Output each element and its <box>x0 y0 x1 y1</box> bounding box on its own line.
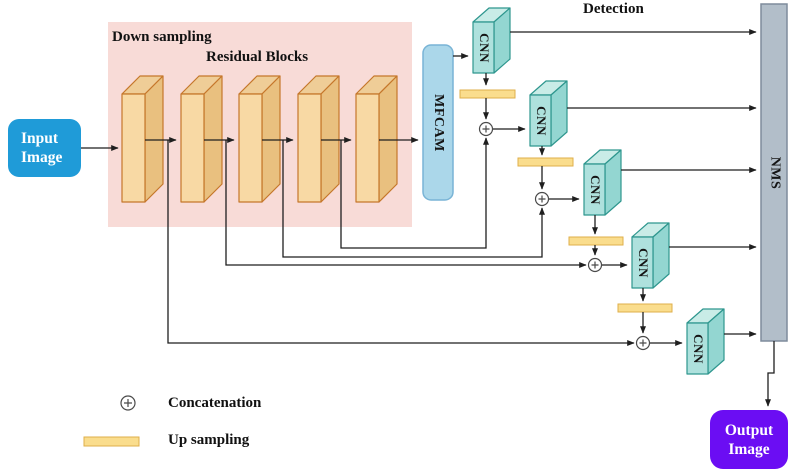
cnn-text-2: CNN <box>533 105 549 136</box>
concat-node-2 <box>534 191 550 207</box>
mfcam-block <box>422 44 454 201</box>
downsampling-label: Down sampling <box>112 29 212 45</box>
cnn-block-2 <box>529 80 568 147</box>
mfcam-text: MFCAM <box>431 93 447 152</box>
residual-block-1 <box>121 75 164 203</box>
cnn-label-3: CNN <box>584 164 605 215</box>
skip-connection-1 <box>167 140 635 346</box>
upsample-bars <box>459 89 673 313</box>
concat-nodes <box>478 121 651 351</box>
skip-connection-4 <box>340 137 489 249</box>
upsample-bar-1 <box>459 89 516 99</box>
residual-block-5 <box>355 75 398 203</box>
legend-concat-symbol <box>120 395 136 411</box>
connections <box>81 29 775 407</box>
output-image-line2: Image <box>728 440 770 458</box>
cnn-label-2: CNN <box>530 95 551 146</box>
concat-node-3 <box>587 257 603 273</box>
legend-upsample-symbol <box>83 436 140 447</box>
cnn-text-5: CNN <box>690 333 706 364</box>
concat-node-1 <box>478 121 494 137</box>
cnn-label-1: CNN <box>473 22 494 73</box>
output-image-line1: Output <box>724 421 774 439</box>
residual-blocks-label: Residual Blocks <box>206 49 309 65</box>
cnn-label-5: CNN <box>687 323 708 374</box>
mfcam-label: MFCAM <box>423 45 453 200</box>
arrow-nms-output <box>765 341 775 407</box>
concat-node-4 <box>635 335 651 351</box>
residual-block-3 <box>238 75 281 203</box>
residual-block-4 <box>297 75 340 203</box>
legend-concatenation-label: Concatenation <box>168 395 262 411</box>
cnn-text-3: CNN <box>587 174 603 205</box>
skip-connection-2 <box>225 140 587 268</box>
upsample-bar-4 <box>617 303 673 313</box>
input-image-line1: Input <box>21 130 59 147</box>
legend-upsampling-label: Up sampling <box>168 432 250 448</box>
input-image-line2: Image <box>21 149 63 166</box>
cnn-text-4: CNN <box>635 247 651 278</box>
cnn-text-1: CNN <box>476 32 492 63</box>
upsample-bar-2 <box>517 157 574 167</box>
detection-label: Detection <box>583 1 644 17</box>
upsample-bar-3 <box>568 236 624 246</box>
nms-label: NMS <box>761 4 787 341</box>
cnn-block-5 <box>686 308 725 375</box>
output-image-box: Output Image <box>710 410 788 469</box>
skip-connection-3 <box>282 140 545 258</box>
cnn-label-4: CNN <box>632 237 653 288</box>
nms-text: NMS <box>767 156 782 189</box>
cnn-block-3 <box>583 149 622 216</box>
residual-block-2 <box>180 75 223 203</box>
cnn-block-1 <box>472 7 511 74</box>
input-image-box: Input Image <box>8 119 81 177</box>
